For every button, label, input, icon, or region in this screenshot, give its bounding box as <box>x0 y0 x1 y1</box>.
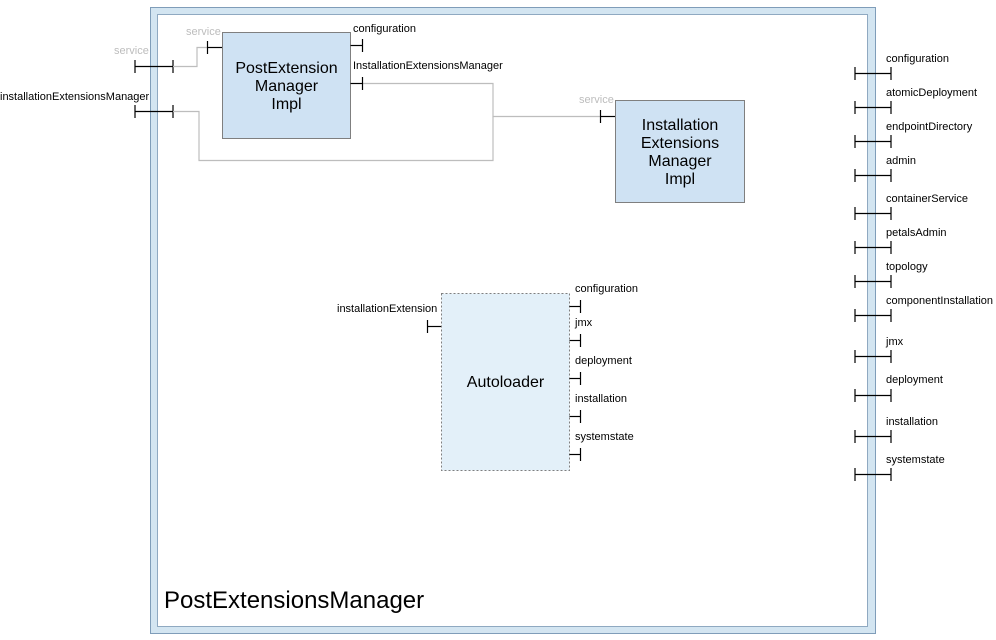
install-ext-component[interactable] <box>615 100 745 203</box>
post-ext-installation-extensions-manager-reference-port[interactable] <box>350 77 364 90</box>
composite-reference-configuration-label: configuration <box>886 53 949 65</box>
composite-reference-systemstate[interactable] <box>854 468 892 481</box>
composite-reference-systemstate-label: systemstate <box>886 454 945 466</box>
autoloader-jmx-reference-label: jmx <box>574 317 593 329</box>
install-ext-service-label: service <box>579 94 614 106</box>
autoloader-jmx-reference-port[interactable] <box>569 334 582 347</box>
autoloader-installation-reference-label: installation <box>575 393 627 405</box>
composite-reference-admin[interactable] <box>854 169 892 182</box>
autoloader-configuration-reference-label: configuration <box>575 283 638 295</box>
post-ext-title-line-3: Impl <box>271 96 301 113</box>
composite-reference-endpoint-directory[interactable] <box>854 135 892 148</box>
autoloader-title: Autoloader <box>467 374 545 391</box>
post-ext-installation-extensions-manager-reference-label: InstallationExtensionsManager <box>353 60 503 72</box>
composite-reference-jmx-label: jmx <box>885 336 904 348</box>
post-ext-title-line-2: Manager <box>255 78 319 95</box>
post-ext-component[interactable] <box>222 32 351 139</box>
reference-wire-installation-extensions-manager <box>363 82 600 118</box>
composite-reference-deployment[interactable] <box>854 389 892 402</box>
autoloader-deployment-reference-label: deployment <box>575 355 632 367</box>
composite-reference-petals-admin-label: petalsAdmin <box>886 227 947 239</box>
post-ext-service-label: service <box>186 26 221 38</box>
composite-reference-admin-label: admin <box>886 155 916 167</box>
composite-reference-component-installation[interactable] <box>854 309 892 322</box>
composite-reference-topology-label: topology <box>886 261 928 273</box>
composite-reference-endpoint-directory-label: endpointDirectory <box>886 121 973 133</box>
composite-title: PostExtensionsManager <box>164 587 424 614</box>
autoloader-configuration-reference-port[interactable] <box>569 300 582 313</box>
composite-reference-installation[interactable] <box>854 430 892 443</box>
composite-reference-container-service-label: containerService <box>886 193 968 205</box>
autoloader-component[interactable] <box>441 293 570 471</box>
composite-reference-atomic-deployment[interactable] <box>854 101 892 114</box>
post-ext-configuration-reference-label: configuration <box>353 23 416 35</box>
install-ext-title-line-4: Impl <box>665 171 695 188</box>
promotion-wire-installation <box>173 110 494 162</box>
composite-reference-petals-admin[interactable] <box>854 241 892 254</box>
autoloader-deployment-reference-port[interactable] <box>569 372 582 385</box>
composite-reference-configuration[interactable] <box>854 67 892 80</box>
composite-reference-jmx[interactable] <box>854 350 892 363</box>
install-ext-service-port[interactable] <box>599 110 616 123</box>
composite-reference-installation-label: installation <box>886 416 938 428</box>
autoloader-service-label: installationExtension <box>337 303 437 315</box>
post-ext-service-port[interactable] <box>206 41 223 54</box>
post-ext-title-line-1: PostExtension <box>235 60 337 77</box>
composite-service-label: service <box>114 45 149 57</box>
composite-reference-atomic-deployment-label: atomicDeployment <box>886 87 977 99</box>
install-ext-title-line-1: Installation <box>642 117 719 134</box>
autoloader-systemstate-reference-port[interactable] <box>569 448 582 461</box>
autoloader-service-port[interactable] <box>426 320 442 333</box>
autoloader-installation-reference-port[interactable] <box>569 410 582 423</box>
composite-installation-extensions-manager-label: installationExtensionsManager <box>0 91 150 103</box>
composite-reference-component-installation-label: componentInstallation <box>886 295 993 307</box>
composite-reference-topology[interactable] <box>854 275 892 288</box>
install-ext-title-line-2: Extensions <box>641 135 719 152</box>
composite-reference-container-service[interactable] <box>854 207 892 220</box>
composite-reference-deployment-label: deployment <box>886 374 943 386</box>
autoloader-systemstate-reference-label: systemstate <box>575 431 634 443</box>
post-ext-configuration-reference-port[interactable] <box>350 39 364 52</box>
promotion-wire-service <box>173 46 207 68</box>
install-ext-title-line-3: Manager <box>648 153 712 170</box>
